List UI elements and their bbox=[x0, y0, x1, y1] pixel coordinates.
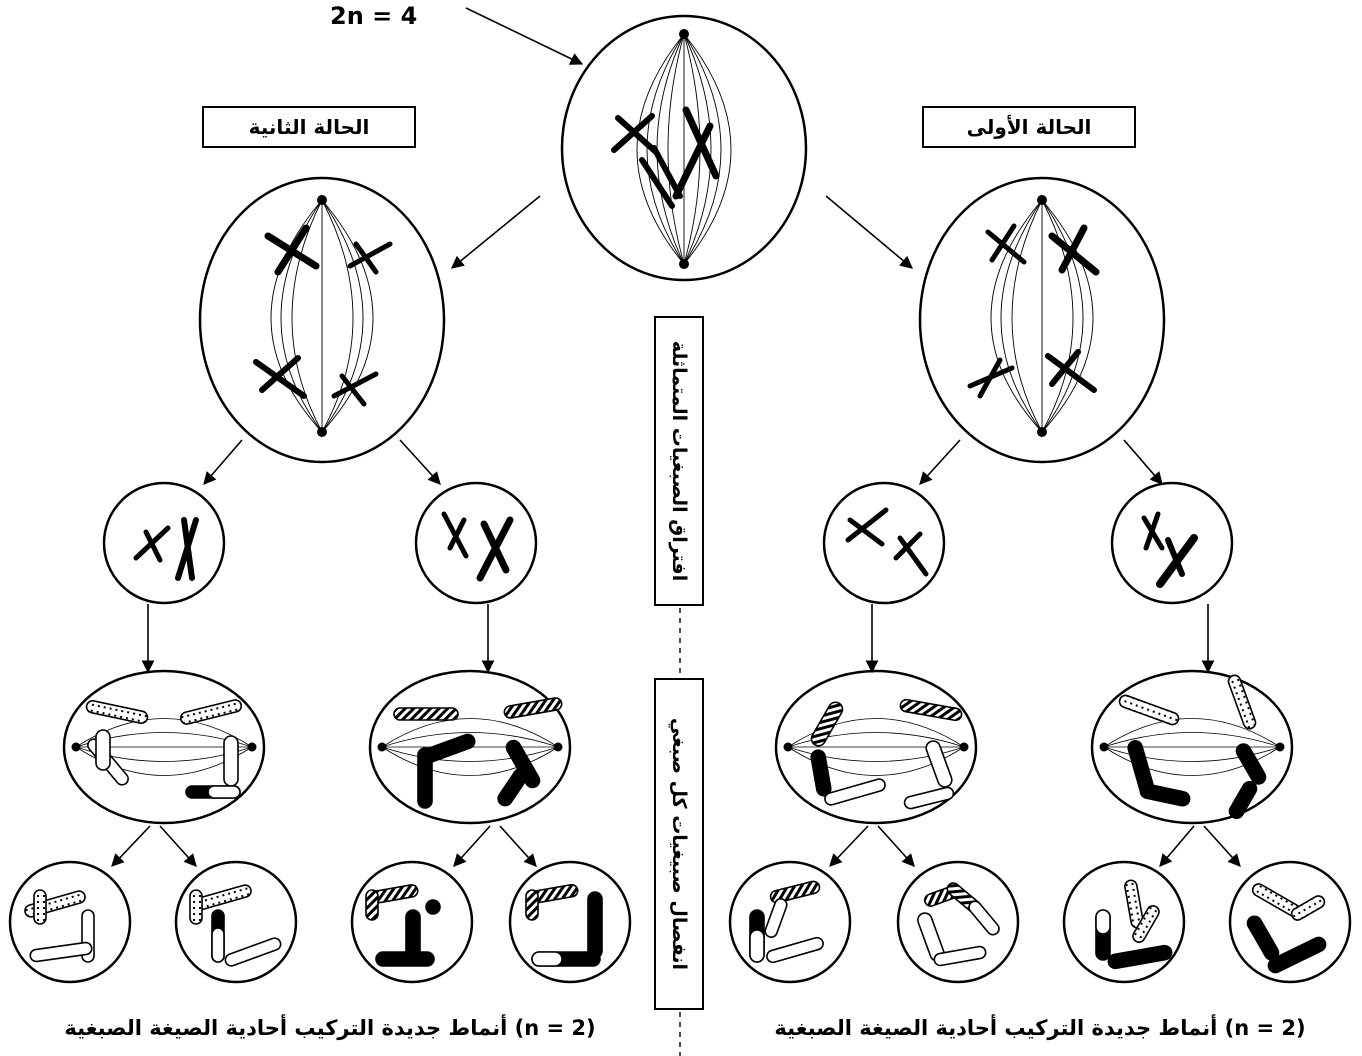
dividing-cell bbox=[62, 669, 266, 825]
gamete-cell bbox=[508, 860, 632, 984]
gamete-cell bbox=[8, 860, 132, 984]
small-cell bbox=[102, 481, 226, 605]
gamete-cell bbox=[350, 860, 474, 984]
case-one-label: الحالة الأولى bbox=[922, 106, 1136, 148]
gamete-cell bbox=[896, 860, 1020, 984]
phase-one-box: افتراق الصبغيات المتماثلة bbox=[654, 316, 704, 606]
cell-case-one bbox=[918, 176, 1166, 464]
bottom-right-caption: أنماط جديدة التركيب أحادية الصيغة الصبغي… bbox=[774, 1016, 1306, 1040]
cell-case-two bbox=[198, 176, 446, 464]
phase-two-label: انفصال صبيغيات كل صبغي bbox=[668, 717, 690, 971]
arrows bbox=[111, 7, 1241, 867]
dividing-cell bbox=[368, 669, 572, 825]
small-cell bbox=[414, 481, 538, 605]
dividing-cell bbox=[774, 669, 978, 825]
chromosome-number-label: 2n = 4 bbox=[330, 2, 418, 30]
parent-cell bbox=[560, 14, 808, 282]
small-cell bbox=[822, 481, 946, 605]
dividing-cell bbox=[1090, 669, 1294, 825]
case-two-label: الحالة الثانية bbox=[202, 106, 416, 148]
gamete-cell bbox=[174, 860, 298, 984]
gamete-cell bbox=[728, 860, 852, 984]
gamete-cell bbox=[1062, 860, 1186, 984]
small-cell bbox=[1110, 481, 1234, 605]
phase-two-box: انفصال صبيغيات كل صبغي bbox=[654, 678, 704, 1010]
bottom-left-caption: أنماط جديدة التركيب أحادية الصيغة الصبغي… bbox=[64, 1016, 596, 1040]
gamete-cell bbox=[1228, 860, 1352, 984]
phase-one-label: افتراق الصبغيات المتماثلة bbox=[668, 340, 690, 582]
